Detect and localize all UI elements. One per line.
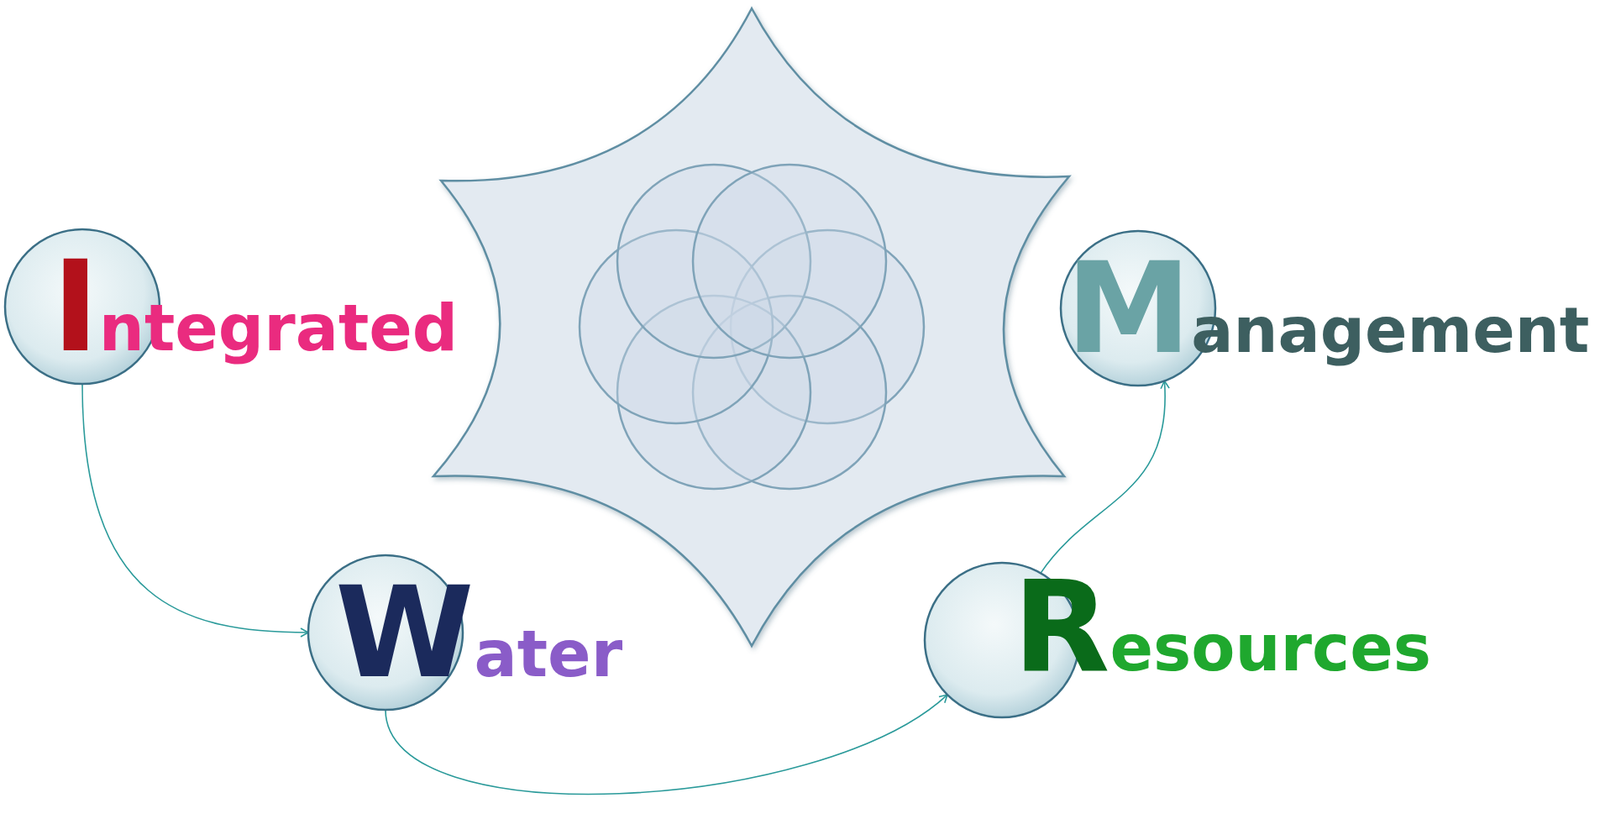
initial-circle: Management: [1059, 229, 1218, 388]
word-label: Integrated: [52, 243, 458, 370]
curved-arrow: [1040, 380, 1165, 573]
word-label: Management: [1065, 245, 1590, 372]
initial-circle: Water: [306, 553, 465, 712]
initial-circle: Resources: [923, 561, 1081, 719]
initial-circle: Integrated: [3, 227, 162, 386]
word-label: Water: [335, 569, 623, 696]
curved-arrow: [385, 694, 948, 794]
petal-circles: [579, 164, 924, 489]
curved-arrow: [82, 383, 309, 633]
star-shape: [433, 8, 1070, 646]
word-label: Resources: [1012, 563, 1432, 690]
